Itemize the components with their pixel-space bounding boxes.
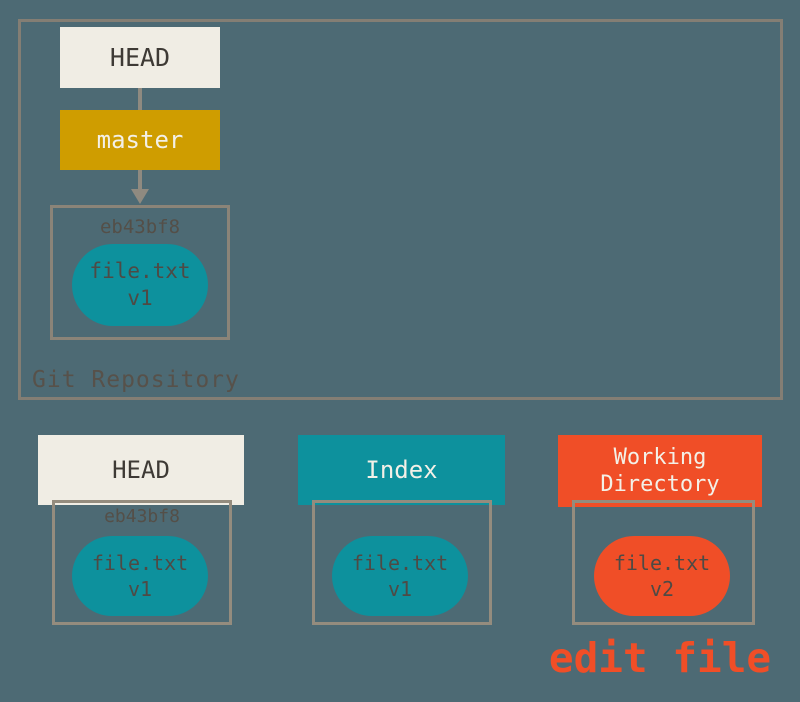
head-area-file-blob: file.txt v1 [72,536,208,616]
file-version-label: v1 [127,286,153,310]
master-branch-node: master [60,110,220,170]
file-name-label: file.txt [91,551,189,575]
head-area-title: HEAD [112,456,170,484]
commit-file-blob: file.txt v1 [72,244,208,326]
working-directory-area-title: Working Directory [600,444,720,498]
master-to-commit-line [138,170,142,190]
file-name-label: file.txt [613,551,711,575]
file-name-label: file.txt [351,551,449,575]
working-directory-area-box: file.txt v2 [572,500,755,625]
index-area-box: file.txt v1 [312,500,492,625]
file-version-label: v1 [387,577,413,601]
file-name-label: file.txt [89,258,191,283]
head-ref-label: HEAD [109,43,171,72]
index-area-title: Index [365,456,438,484]
arrow-down-icon [131,189,149,204]
head-area-header: HEAD [38,435,244,505]
edit-file-annotation: edit file [548,634,772,682]
working-directory-area-header: Working Directory [558,435,762,507]
commit-hash-label: eb43bf8 [99,216,181,238]
head-to-master-line [138,88,142,110]
master-branch-label: master [96,126,184,154]
index-area-header: Index [298,435,505,505]
file-version-label: v2 [649,577,675,601]
git-repository-label: Git Repository [32,367,240,393]
head-area-hash-label: eb43bf8 [104,506,180,527]
head-area-box: eb43bf8 file.txt v1 [52,500,232,625]
git-repository-box: Git Repository [18,19,783,400]
file-version-label: v1 [127,577,153,601]
working-directory-file-blob: file.txt v2 [594,536,730,616]
head-ref-node: HEAD [60,27,220,88]
index-area-file-blob: file.txt v1 [332,536,468,616]
commit-box: eb43bf8 file.txt v1 [50,205,230,340]
